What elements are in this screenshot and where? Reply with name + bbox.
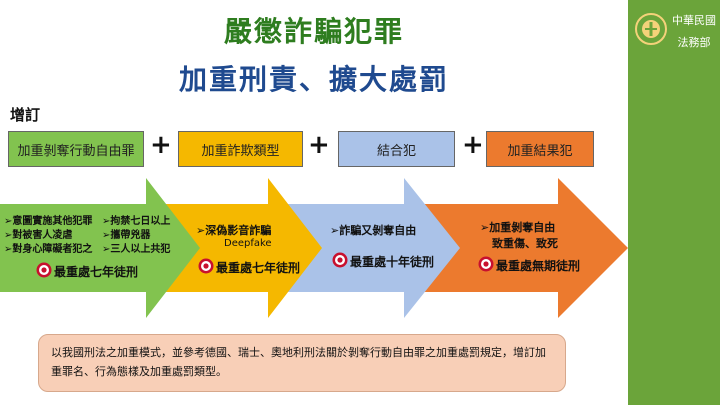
plus-sign: + [150,130,172,160]
section-label: 增訂 [10,106,41,124]
arrow1-item: ➢意圖實施其他犯罪 [4,216,93,227]
target-icon [36,262,52,278]
process-arrows [0,178,628,318]
plus-sign: + [462,130,484,160]
arrow-yellow [150,178,322,318]
category-box-combined: 結合犯 [338,131,455,167]
arrow4-item: ➢加重剝奪自由 [480,221,556,234]
target-icon [332,252,348,268]
arrow1-item: ➢對被害人凌虐 [4,230,73,241]
arrow1-item: ➢拘禁七日以上 [102,216,171,227]
org-name-line2: 法務部 [677,36,711,49]
arrow3-item: ➢詐騙又剝奪自由 [330,224,417,237]
arrow-green [0,178,200,318]
page-subtitle: 加重刑責、擴大處罰 [178,63,449,96]
plus-sign: + [308,130,330,160]
ministry-emblem-icon [635,13,667,45]
arrow1-item: ➢對身心障礙者犯之 [4,244,93,255]
target-icon [198,258,214,274]
arrow2-item: ➢深偽影音詐騙 [196,224,272,237]
arrow-orange [420,178,628,318]
target-icon [478,256,494,272]
arrow1-penalty: 最重處七年徒刑 [54,265,139,279]
arrow-blue [282,178,460,318]
arrow1-item: ➢三人以上共犯 [102,244,171,255]
category-box-result: 加重結果犯 [486,131,594,167]
arrow2-sub: Deepfake [224,238,272,249]
sidebar-band [628,0,720,405]
category-box-fraud: 加重詐欺類型 [178,131,303,167]
arrow4-item: 致重傷、致死 [492,237,558,250]
arrow2-penalty: 最重處七年徒刑 [216,261,301,275]
category-box-detention: 加重剝奪行動自由罪 [8,131,144,167]
org-name-line1: 中華民國 [672,14,716,27]
arrow4-penalty: 最重處無期徒刑 [496,259,581,273]
arrow1-item: ➢攜帶兇器 [102,230,151,241]
explanation-note: 以我國刑法之加重模式，並參考德國、瑞士、奧地利刑法關於剝奪行動自由罪之加重處罰規… [38,334,566,392]
arrow3-penalty: 最重處十年徒刑 [350,255,435,269]
page-title: 嚴懲詐騙犯罪 [223,15,404,48]
